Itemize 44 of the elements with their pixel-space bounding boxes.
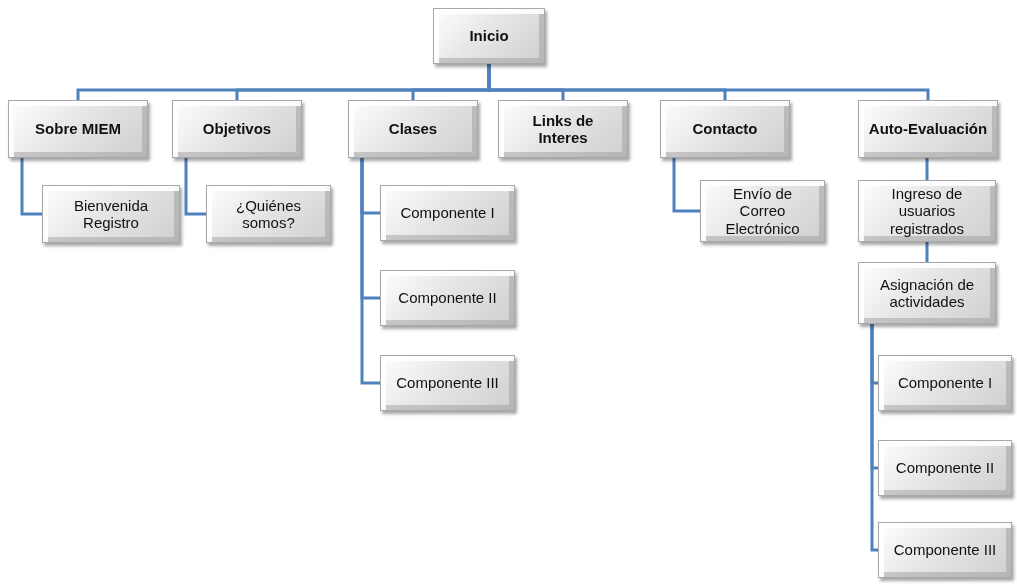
- connector-line: [925, 242, 929, 262]
- node-label: Sobre MIEM: [35, 120, 121, 138]
- node-label: Bienvenida Registro: [72, 196, 150, 232]
- node-label: Clases: [388, 120, 438, 138]
- connector-line: [870, 324, 878, 552]
- node-label: Envío de Correo Electrónico: [724, 185, 801, 237]
- process-box: [858, 100, 998, 158]
- node-label: Componente II: [895, 459, 995, 477]
- process-box: [700, 180, 825, 242]
- process-box: [498, 100, 628, 158]
- process-box: [878, 355, 1012, 411]
- connector-line: [20, 158, 42, 216]
- node-label: Componente III: [893, 541, 997, 559]
- process-box: [433, 8, 545, 64]
- connector-line: [487, 64, 930, 100]
- node-label: Inicio: [469, 27, 509, 45]
- connector-line: [184, 158, 206, 216]
- process-box: [660, 100, 790, 158]
- process-box: [380, 270, 515, 326]
- node-label: Componente I: [400, 204, 495, 222]
- process-box: [8, 100, 148, 158]
- process-box: [858, 180, 996, 242]
- node-label: Componente II: [398, 289, 497, 307]
- process-box: [878, 440, 1012, 496]
- connector-line: [925, 158, 929, 180]
- node-label: Componente III: [396, 374, 499, 392]
- node-label: Links de Interes: [531, 111, 595, 147]
- process-box: [858, 262, 996, 324]
- connector-line: [672, 158, 700, 213]
- process-box: [878, 522, 1012, 578]
- node-label: Objetivos: [202, 120, 272, 138]
- process-box: [42, 185, 180, 243]
- connector-line: [360, 158, 380, 385]
- node-label: Ingreso de usuarios registrados: [888, 185, 966, 237]
- process-box: [380, 355, 515, 411]
- node-label: Asignación de actividades: [878, 275, 976, 311]
- process-box: [172, 100, 302, 158]
- node-label: ¿Quiénes somos?: [234, 196, 302, 232]
- process-box: [206, 185, 331, 243]
- node-label: Contacto: [692, 120, 758, 138]
- process-box: [380, 185, 515, 241]
- process-box: [348, 100, 478, 158]
- node-label: Auto-Evaluación: [868, 120, 988, 138]
- node-label: Componente I: [897, 374, 993, 392]
